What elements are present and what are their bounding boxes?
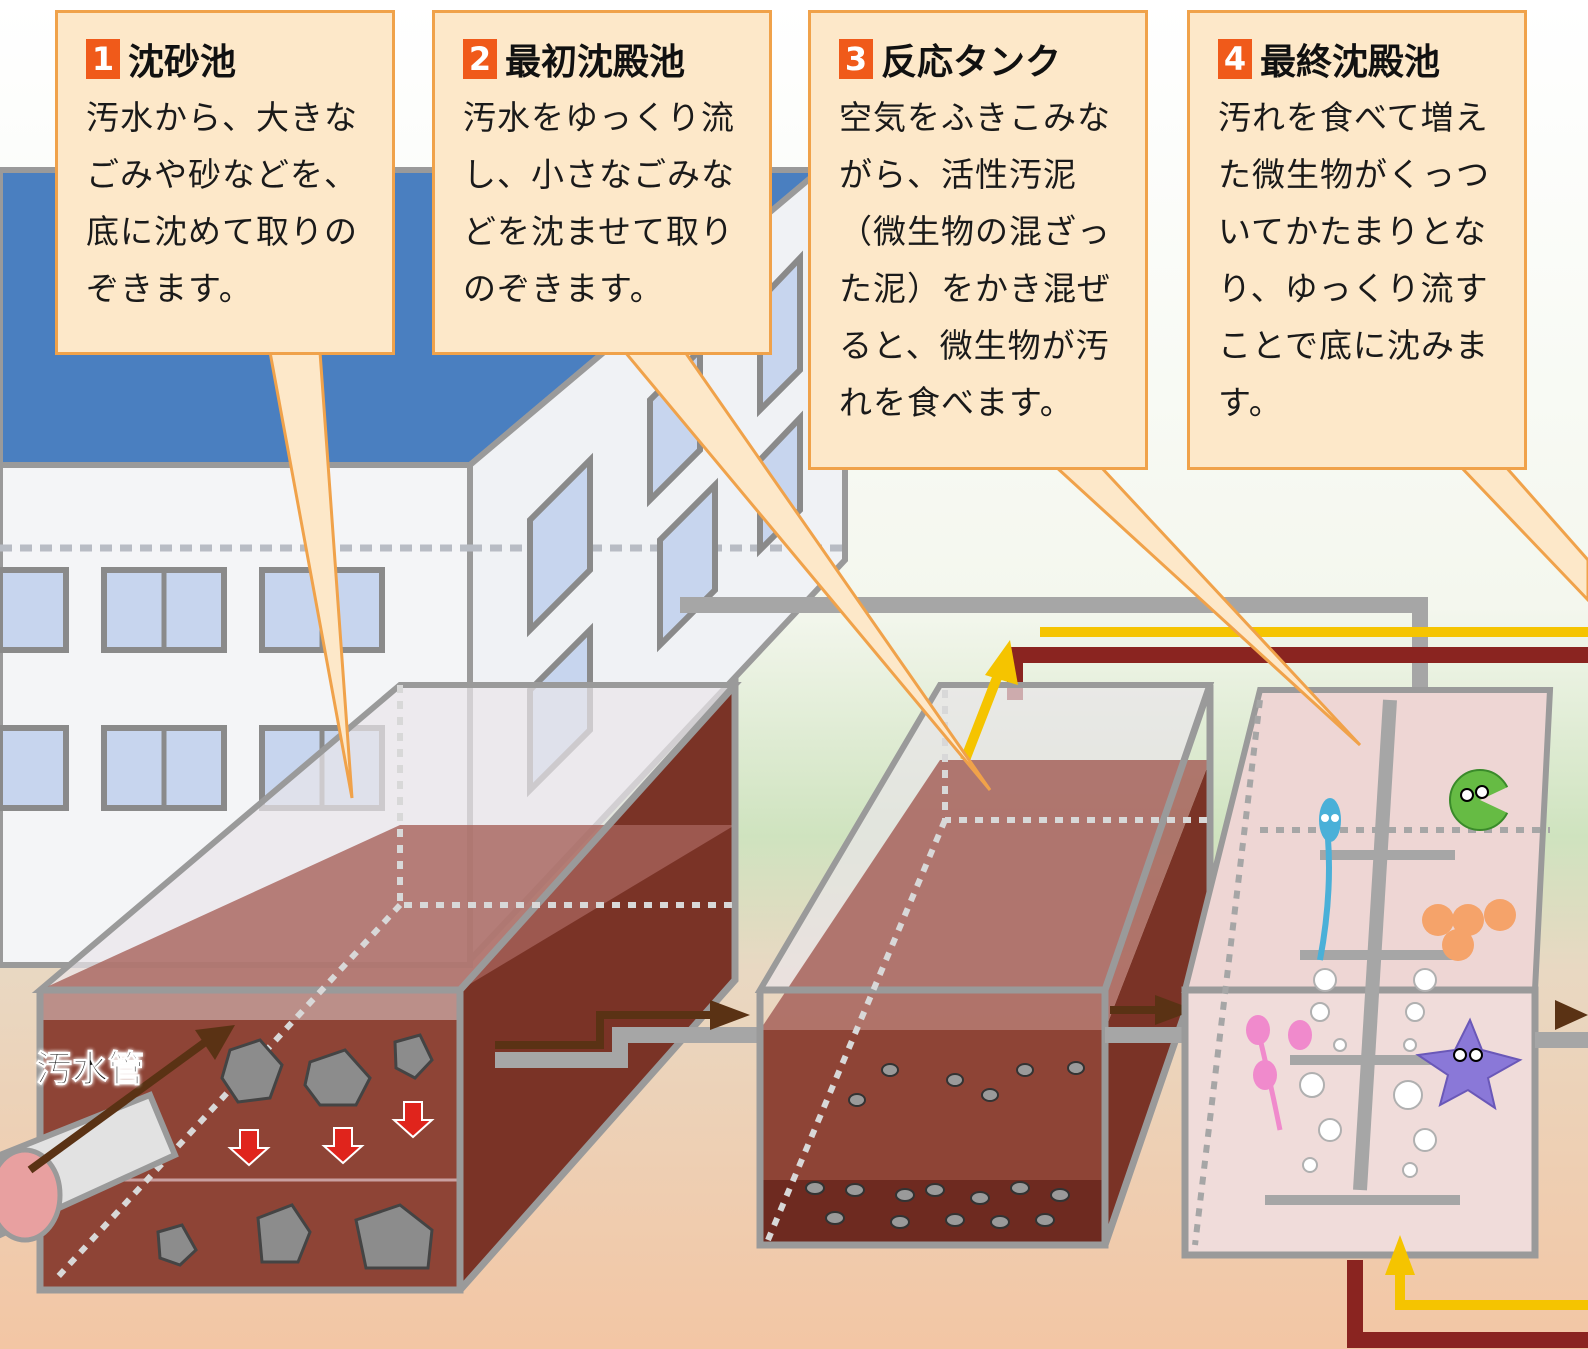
air-bubbles <box>1299 968 1437 1178</box>
grit-stones <box>156 1033 434 1270</box>
flow-pipe-1 <box>495 1000 760 1068</box>
step-description: 空気をふきこみながら、活性汚泥（微生物の混ざった泥）をかき混ぜると、微生物が汚れ… <box>839 98 1111 422</box>
microorganisms <box>1246 769 1523 1131</box>
step-number-badge: 2 <box>463 39 497 79</box>
small-particles <box>805 1061 1085 1229</box>
step-title: 最初沈殿池 <box>505 42 686 83</box>
flow-pipe-2 <box>1105 995 1195 1043</box>
air-arrow <box>960 640 1018 762</box>
step-description: 汚れを食べて増えた微生物がくっついてかたまりとなり、ゆっくり流すことで底に沈みま… <box>1218 98 1490 422</box>
tank-reaction <box>1181 687 1588 1259</box>
step-number-badge: 4 <box>1218 39 1252 79</box>
step-description: 汚水から、大きなごみや砂などを、底に沈めて取りのぞきます。 <box>86 98 358 308</box>
step-title: 反応タンク <box>881 42 1062 83</box>
sewer-pipe-label: 汚水管 <box>35 1049 145 1091</box>
step-number-badge: 3 <box>839 39 873 79</box>
return-sludge-pipe <box>1347 1235 1588 1348</box>
step-number-badge: 1 <box>86 39 120 79</box>
step-description: 汚水をゆっくり流し、小さなごみなどを沈ませて取りのぞきます。 <box>463 98 735 308</box>
step-title: 沈砂池 <box>128 42 237 83</box>
sewer-pipe <box>0 1025 235 1243</box>
step-title: 最終沈殿池 <box>1260 42 1441 83</box>
